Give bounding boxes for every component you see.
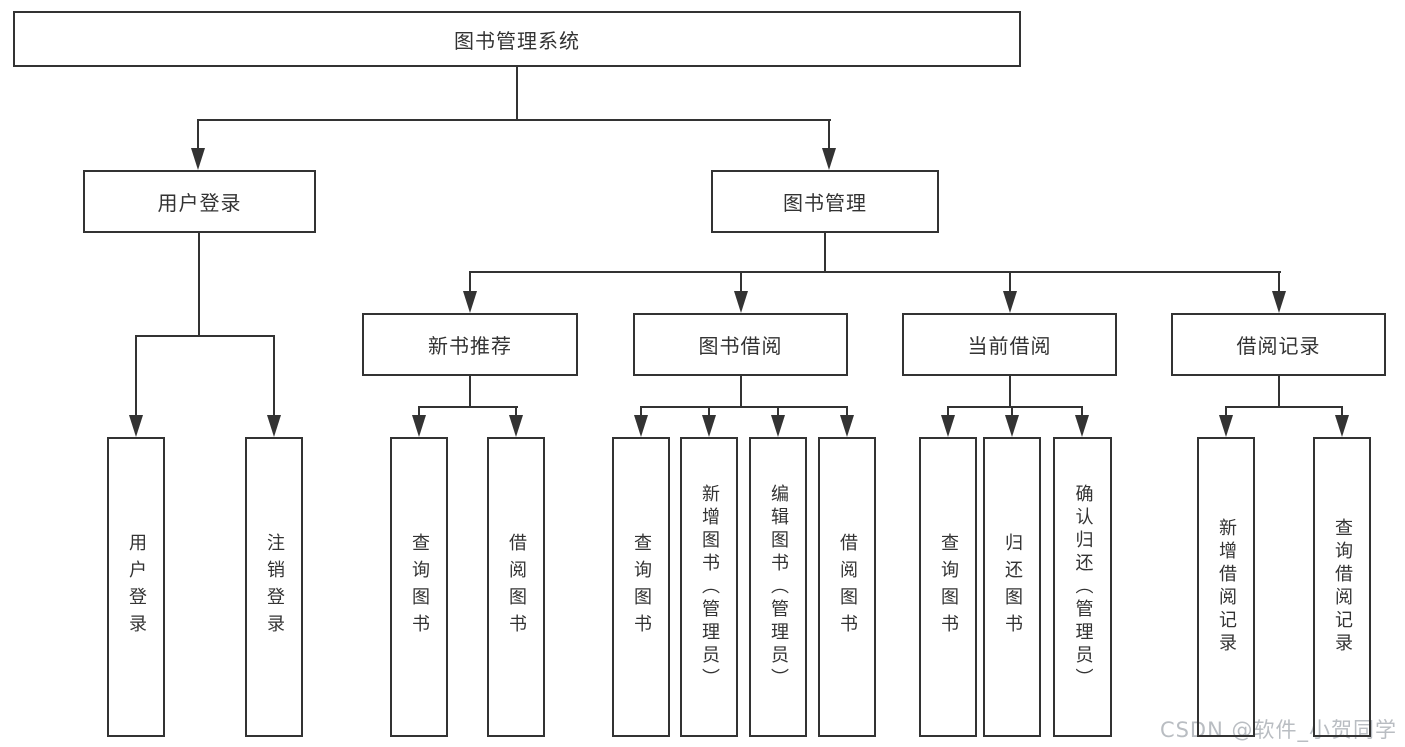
arrow-rec-query (412, 415, 426, 437)
leaf-label: 查询图书 (631, 533, 652, 641)
arrow-rec-borrow (509, 415, 523, 437)
leaf-label: 查询借阅记录 (1332, 518, 1353, 656)
leaf-label: 确认归还（管理员） (1072, 483, 1094, 691)
arrow-bb-borrow (840, 415, 854, 437)
connector-borrow-stem (740, 376, 742, 407)
connector-shaft-rec-borrow (515, 406, 517, 418)
arrow-bb-query (634, 415, 648, 437)
connector-branch-records (1225, 406, 1343, 408)
node-label: 用户登录 (157, 191, 242, 215)
leaf-label: 借阅图书 (506, 533, 527, 641)
leaf-borrow-edit-books-admin: 编辑图书（管理员） (749, 437, 807, 737)
leaf-current-confirm-return-admin: 确认归还（管理员） (1053, 437, 1112, 737)
connector-shaft-bb-edit (777, 406, 779, 418)
leaf-borrow-borrow-books: 借阅图书 (818, 437, 876, 737)
node-label: 图书管理 (783, 191, 867, 215)
leaf-label: 查询图书 (938, 533, 959, 641)
connector-shaft-bb-query (640, 406, 642, 418)
arrow-user-login (191, 148, 205, 170)
arrow-cb-query (941, 415, 955, 437)
arrow-br-query (1335, 415, 1349, 437)
connector-branch-recommend (418, 406, 518, 408)
node-book-management-system: 图书管理系统 (13, 11, 1021, 67)
arrow-recommend (463, 291, 477, 313)
csdn-watermark: CSDN @软件_小贺同学 (1159, 718, 1397, 742)
arrow-leaf-login (129, 415, 143, 437)
node-label: 新书推荐 (428, 334, 512, 358)
connector-shaft-cb-query (947, 406, 949, 418)
arrow-borrow (734, 291, 748, 313)
leaf-label: 用户登录 (126, 533, 147, 641)
leaf-logout: 注销登录 (245, 437, 303, 737)
leaf-label: 注销登录 (264, 533, 285, 641)
connector-branch-borrow (640, 406, 848, 408)
connector-branch-user (135, 335, 275, 337)
node-label: 借阅记录 (1236, 334, 1321, 358)
connector-shaft-cb-confirm (1081, 406, 1083, 418)
connector-shaft-leaf-logout (273, 335, 275, 416)
connector-shaft-bb-borrow (846, 406, 848, 418)
connector-shaft-cb-return (1011, 406, 1013, 418)
leaf-recommend-borrow-books: 借阅图书 (487, 437, 545, 737)
leaf-label: 新增图书（管理员） (699, 483, 720, 691)
leaf-label: 查询图书 (409, 533, 430, 641)
leaf-records-query-record: 查询借阅记录 (1313, 437, 1371, 737)
node-user-login: 用户登录 (83, 170, 316, 233)
arrow-leaf-logout (267, 415, 281, 437)
leaf-label: 归还图书 (1002, 533, 1023, 641)
connector-branch-level3 (469, 271, 1281, 273)
node-current-borrowing: 当前借阅 (902, 313, 1117, 376)
connector-root-stem (516, 67, 518, 120)
leaf-user-login: 用户登录 (107, 437, 165, 737)
arrow-bb-add (702, 415, 716, 437)
connector-branch-level1 (197, 119, 831, 121)
connector-shaft-current (1009, 271, 1011, 292)
leaf-borrow-add-books-admin: 新增图书（管理员） (680, 437, 738, 737)
connector-shaft-br-add (1225, 406, 1227, 418)
connector-mgmt-stem (824, 233, 826, 273)
arrow-bb-edit (771, 415, 785, 437)
leaf-label: 新增借阅记录 (1216, 518, 1237, 656)
connector-current-stem (1009, 376, 1011, 407)
leaf-current-query-books: 查询图书 (919, 437, 977, 737)
connector-user-stem (198, 233, 200, 336)
node-label: 当前借阅 (967, 334, 1052, 358)
connector-shaft-recommend (469, 271, 471, 292)
arrow-br-add (1219, 415, 1233, 437)
node-label: 图书借阅 (698, 334, 783, 358)
connector-branch-current (947, 406, 1083, 408)
leaf-label: 借阅图书 (837, 533, 858, 641)
arrow-cb-return (1005, 415, 1019, 437)
arrow-current (1003, 291, 1017, 313)
connector-shaft-book-mgmt (828, 119, 830, 150)
connector-shaft-leaf-login (135, 335, 137, 416)
connector-shaft-borrow (740, 271, 742, 292)
node-borrow-records: 借阅记录 (1171, 313, 1386, 376)
leaf-current-return-books: 归还图书 (983, 437, 1041, 737)
leaf-label: 编辑图书（管理员） (768, 483, 789, 691)
node-new-book-recommend: 新书推荐 (362, 313, 578, 376)
connector-shaft-user-login (197, 119, 199, 150)
leaf-records-add-record: 新增借阅记录 (1197, 437, 1255, 737)
node-book-borrowing: 图书借阅 (633, 313, 848, 376)
connector-shaft-rec-query (418, 406, 420, 418)
arrow-cb-confirm (1075, 415, 1089, 437)
connector-shaft-records (1278, 271, 1280, 292)
node-book-management: 图书管理 (711, 170, 939, 233)
connector-recommend-stem (469, 376, 471, 407)
leaf-borrow-query-books: 查询图书 (612, 437, 670, 737)
leaf-recommend-query-books: 查询图书 (390, 437, 448, 737)
node-label: 图书管理系统 (454, 28, 580, 53)
arrow-book-mgmt (822, 148, 836, 170)
connector-shaft-br-query (1341, 406, 1343, 418)
connector-records-stem (1278, 376, 1280, 407)
arrow-records (1272, 291, 1286, 313)
connector-shaft-bb-add (708, 406, 710, 418)
